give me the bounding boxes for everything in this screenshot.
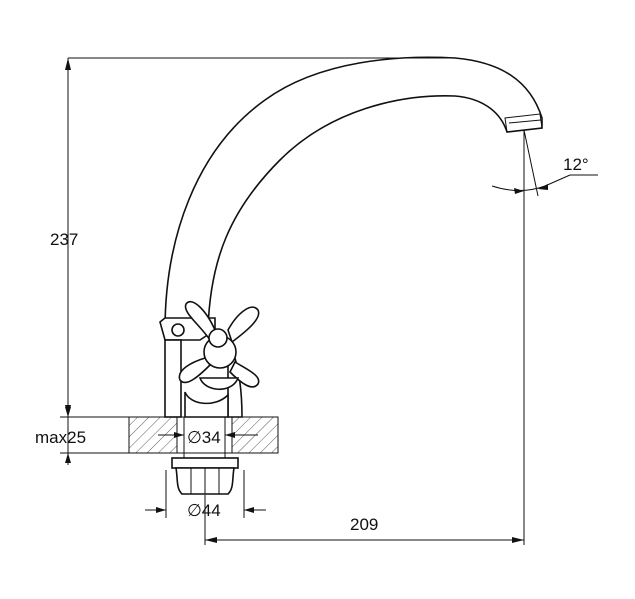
height-label: 237 bbox=[50, 230, 78, 249]
thickness-label: max25 bbox=[35, 428, 86, 447]
base-dimension bbox=[145, 470, 266, 518]
thickness-dimension bbox=[60, 405, 129, 465]
angle-dimension bbox=[491, 129, 598, 197]
angle-label: 12° bbox=[563, 155, 589, 174]
hole-diameter-label: ∅34 bbox=[187, 428, 221, 447]
spout bbox=[164, 56, 543, 331]
reach-label: 209 bbox=[350, 515, 378, 534]
mounting-nut bbox=[171, 453, 239, 495]
base-diameter-label: ∅44 bbox=[187, 501, 221, 520]
hole-dimension bbox=[158, 432, 258, 438]
reach-dimension bbox=[204, 130, 525, 545]
cross-handle bbox=[171, 301, 260, 391]
